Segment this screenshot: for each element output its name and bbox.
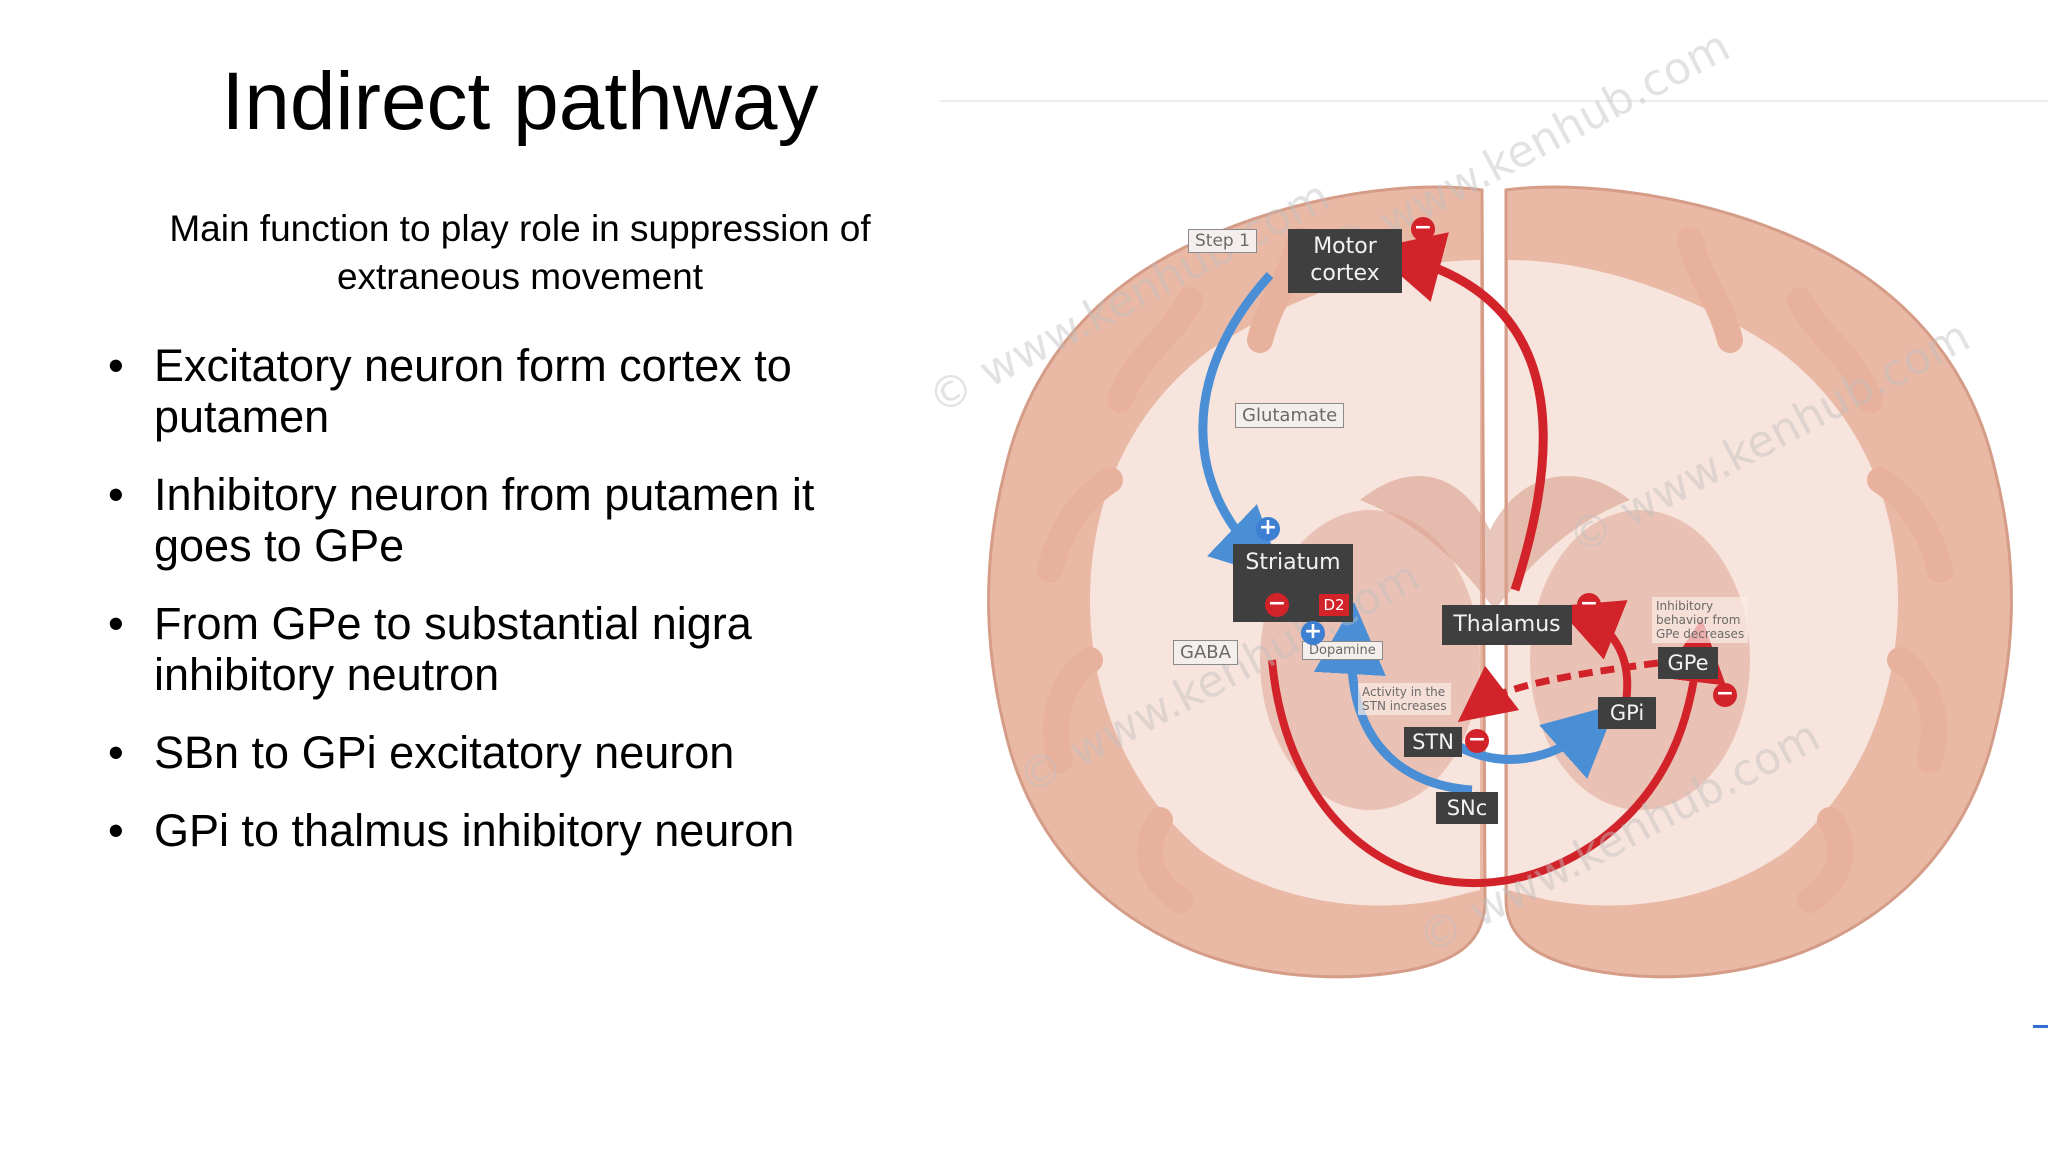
thalamus-label: Thalamus [1442, 605, 1572, 645]
subtitle-line-1: Main function to play role in suppressio… [169, 208, 871, 249]
glutamate-label: Glutamate [1235, 403, 1345, 428]
snc-label: SNc [1436, 792, 1498, 824]
bullet-item: • From GPe to substantial nigra inhibito… [108, 598, 908, 700]
bullet-item: • Inhibitory neuron from putamen it goes… [108, 469, 908, 571]
inhibitory-sign: − [1411, 217, 1435, 241]
bullet-item: • GPi to thalmus inhibitory neuron [108, 805, 908, 856]
gpe-note-line-1: Inhibitory [1656, 599, 1714, 613]
bullet-text-line: SBn to GPi excitatory neuron [154, 727, 735, 778]
bullet-dot: • [108, 805, 124, 856]
slide-title: Indirect pathway [221, 56, 819, 147]
motor-cortex-line-1: Motor [1313, 234, 1377, 259]
bullet-dot: • [108, 469, 124, 520]
stn-note: Activity in the STN increases [1358, 683, 1451, 715]
figure-top-rule [940, 100, 2048, 102]
bullet-text-line: GPi to thalmus inhibitory neuron [154, 805, 795, 856]
bullet-dot: • [108, 340, 124, 391]
step-label: Step 1 [1188, 229, 1257, 253]
stn-to-gpi-pathway [1445, 704, 1617, 779]
bullet-item: • Excitatory neuron form cortex to putam… [108, 340, 908, 442]
bullet-text-line: putamen [154, 391, 330, 442]
excitatory-sign: + [1256, 517, 1280, 541]
inhibitory-sign: − [1465, 729, 1489, 753]
dopamine-pathway [1313, 602, 1473, 795]
gpi-label: GPi [1598, 697, 1656, 729]
bullet-text-line: Inhibitory neuron from putamen it [154, 469, 815, 520]
bullet-dot: • [108, 727, 124, 778]
gyri-folds [1037, 227, 1953, 913]
stn-note-line-1: Activity in the [1362, 685, 1446, 699]
subtitle-line-2: extraneous movement [336, 256, 704, 297]
brain-diagram: © www.kenhub.com © www.kenhub.com © www.… [920, 20, 2048, 1030]
gpi-to-thalamus-pathway [1556, 600, 1632, 703]
motor-cortex-line-2: cortex [1310, 261, 1380, 286]
gpe-note-line-3: GPe decreases [1656, 627, 1745, 641]
d2-badge: D2 [1319, 594, 1349, 616]
inhibitory-sign: − [1265, 593, 1289, 617]
ventricle-region [1360, 476, 1630, 610]
gaba-pathway [1268, 618, 1726, 888]
striatum-text: Striatum [1245, 550, 1341, 575]
excitatory-sign: + [1301, 621, 1325, 645]
glutamate-pathway [1198, 271, 1285, 580]
stn-note-line-2: STN increases [1362, 699, 1447, 713]
thalamus-to-cortex-pathway [1370, 232, 1548, 592]
bullet-text-line: inhibitory neutron [154, 649, 500, 700]
slide-indicator [2033, 1025, 2048, 1028]
bullet-dot: • [108, 598, 124, 649]
bullet-text-line: Excitatory neuron form cortex to [154, 340, 792, 391]
inhibitory-sign: − [1713, 683, 1737, 707]
gpe-to-stn-pathway [1457, 659, 1659, 723]
motor-cortex-label: Motor cortex [1288, 229, 1402, 293]
gpe-note: Inhibitory behavior from GPe decreases [1652, 597, 1749, 643]
inhibitory-sign: − [1577, 593, 1601, 617]
bullet-text-line: goes to GPe [154, 520, 405, 571]
bullet-text-line: From GPe to substantial nigra [154, 598, 752, 649]
gaba-label: GABA [1173, 640, 1238, 665]
brain-illustration [987, 185, 2013, 979]
stn-label: STN [1404, 727, 1462, 757]
gpe-note-line-2: behavior from [1656, 613, 1741, 627]
gpe-label: GPe [1658, 647, 1718, 679]
dopamine-label: Dopamine [1302, 641, 1383, 660]
bullet-list: • Excitatory neuron form cortex to putam… [108, 340, 908, 883]
slide-subtitle: Main function to play role in suppressio… [130, 205, 910, 301]
bullet-item: • SBn to GPi excitatory neuron [108, 727, 908, 778]
